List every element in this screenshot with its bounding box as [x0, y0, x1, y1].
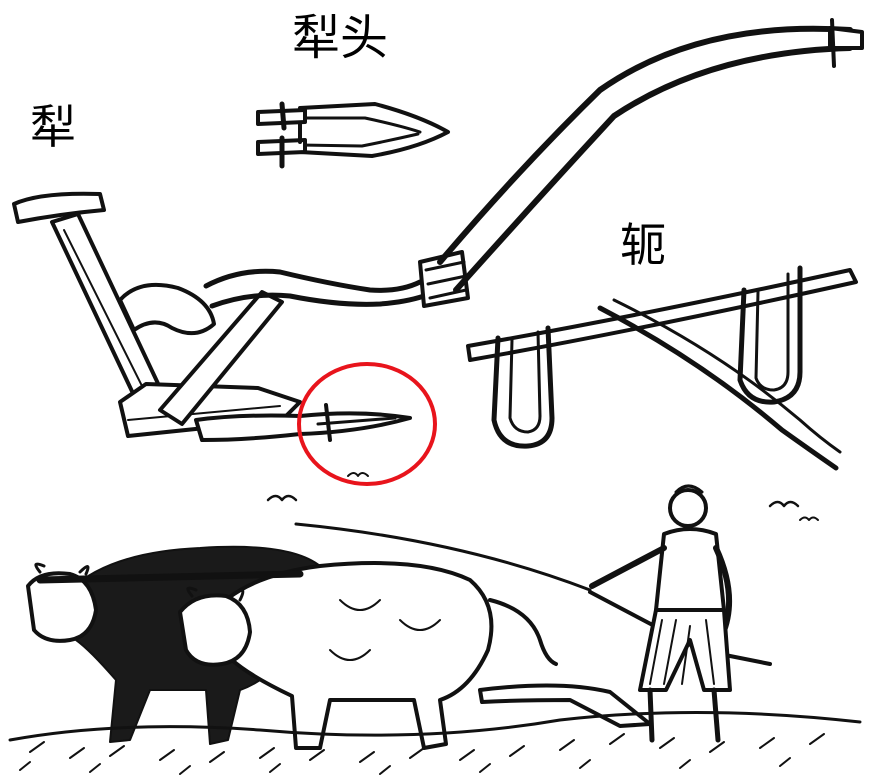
yoke-illustration [468, 268, 856, 468]
oxen-plowing-scene [10, 473, 860, 774]
plow-label: 犁 [30, 104, 76, 150]
plow-illustration [14, 20, 862, 440]
yoke-label: 轭 [620, 222, 666, 268]
plowshare-illustration [258, 104, 448, 166]
plowshare-label: 犁头 [292, 14, 388, 62]
